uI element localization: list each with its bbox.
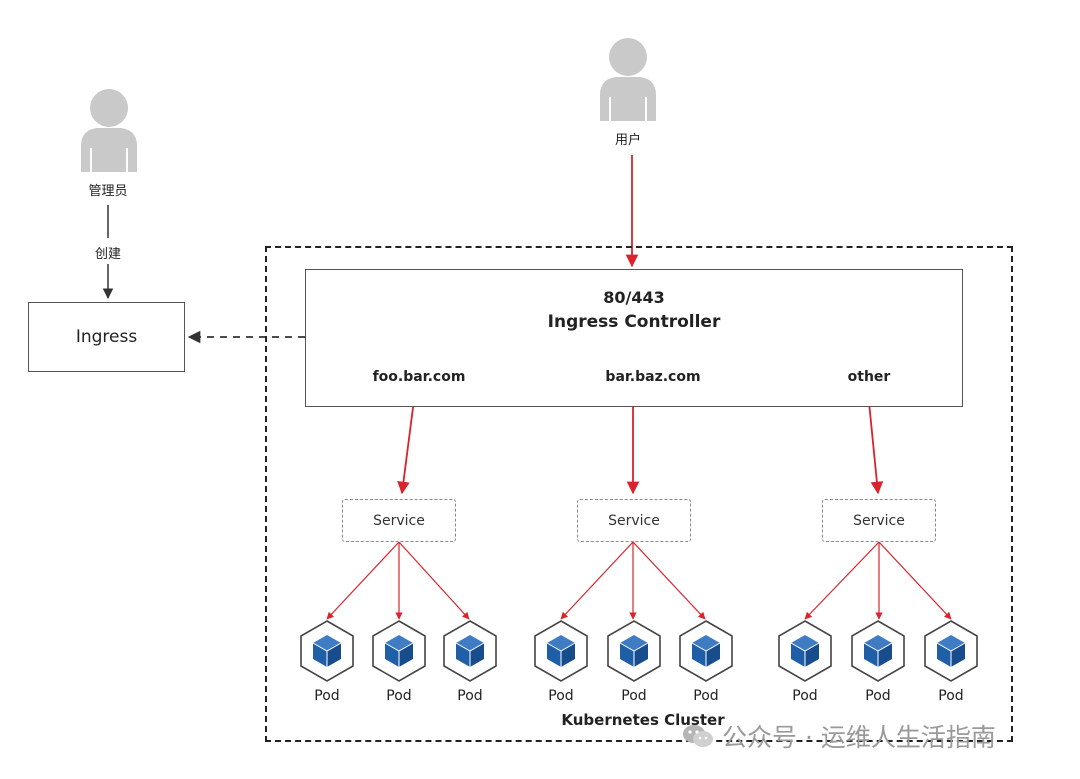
service-box-3: Service <box>822 499 936 542</box>
pod-cube-hexagon-icon <box>607 620 661 682</box>
create-edge-label: 创建 <box>92 243 124 262</box>
pod-cube-hexagon-icon <box>534 620 588 682</box>
pod-label: Pod <box>693 688 719 704</box>
admin-person-icon <box>81 89 137 172</box>
host-other-to-service-edge <box>867 391 884 495</box>
watermark-text: 公众号 · 运维人生活指南 <box>722 723 996 752</box>
user-label: 用户 <box>614 133 642 148</box>
service-label: Service <box>853 512 905 529</box>
pod-cube-hexagon-icon <box>778 620 832 682</box>
admin-label: 管理员 <box>88 184 128 199</box>
service2-pod-edges <box>560 541 706 620</box>
controller-name: Ingress Controller <box>547 312 721 332</box>
kubernetes-cluster-boundary <box>265 246 1013 742</box>
cluster-label: Kubernetes Cluster <box>561 711 725 729</box>
service3-pod-edges <box>804 541 952 620</box>
ingress-label: Ingress <box>75 327 138 347</box>
wechat-icon <box>683 725 713 747</box>
ingress-controller-box: 80/443 Ingress Controller foo.bar.com ba… <box>305 269 963 407</box>
host-bar-baz: bar.baz.com <box>605 369 701 385</box>
pod-cube-hexagon-icon <box>851 620 905 682</box>
pod-cube-hexagon-icon <box>924 620 978 682</box>
service-label: Service <box>373 512 425 529</box>
pod-label: Pod <box>792 688 818 704</box>
service-box-2: Service <box>577 499 691 542</box>
user-person-icon <box>600 38 656 121</box>
ingress-box: Ingress <box>28 302 185 372</box>
watermark: 公众号 · 运维人生活指南 <box>682 718 996 754</box>
pod-label: Pod <box>548 688 574 704</box>
pod-cube-hexagon-icon <box>443 620 497 682</box>
pod-label: Pod <box>621 688 647 704</box>
pod-label: Pod <box>457 688 483 704</box>
host-foo-bar: foo.bar.com <box>372 369 466 385</box>
pod-label: Pod <box>938 688 964 704</box>
service-box-1: Service <box>342 499 456 542</box>
pod-label: Pod <box>865 688 891 704</box>
service-label: Service <box>608 512 660 529</box>
controller-port: 80/443 <box>603 288 665 307</box>
pod-cube-hexagon-icon <box>679 620 733 682</box>
pod-label: Pod <box>314 688 340 704</box>
pod-label: Pod <box>386 688 412 704</box>
service1-pod-edges <box>326 541 470 620</box>
host-other: other <box>847 369 891 385</box>
host-foo-to-service-edge <box>397 391 416 495</box>
pod-cube-hexagon-icon <box>300 620 354 682</box>
pod-cube-hexagon-icon <box>372 620 426 682</box>
